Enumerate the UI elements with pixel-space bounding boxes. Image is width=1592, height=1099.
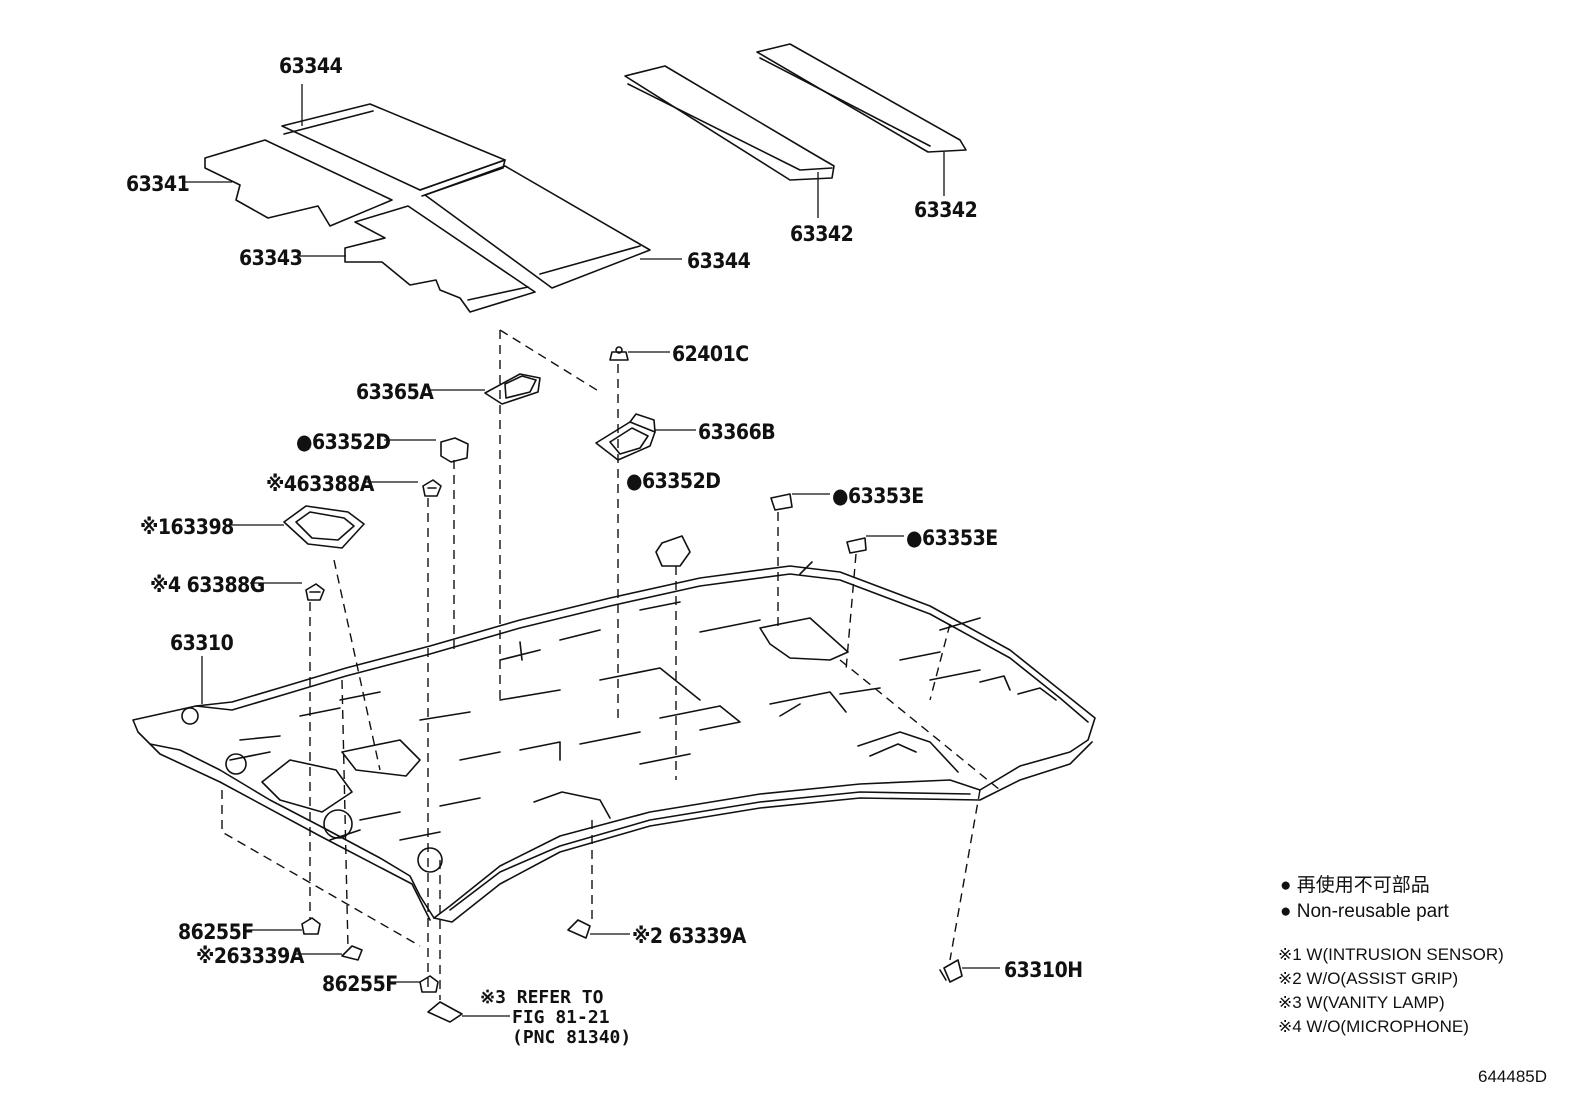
pad-63353e-a xyxy=(770,493,793,511)
label-63388g: ※4 63388G xyxy=(150,573,265,597)
label-63398: ※163398 xyxy=(140,515,234,539)
label-63344-top: 63344 xyxy=(279,54,343,78)
legend-non-reusable-en: ● Non-reusable part xyxy=(1280,901,1449,922)
label-63342-a: 63342 xyxy=(790,222,854,246)
label-63353e-b: ●63353E xyxy=(906,526,998,550)
label-63365a: 63365A xyxy=(356,380,434,404)
label-86255f-a: 86255F xyxy=(178,920,254,944)
grip-cover-63339a-left xyxy=(341,945,363,961)
figure-id: 644485D xyxy=(1478,1067,1548,1086)
label-63310h: 63310H xyxy=(1004,958,1083,982)
bracket-63366b xyxy=(595,413,656,461)
label-63339a-right: ※2 63339A xyxy=(632,924,746,948)
pad-63343 xyxy=(344,205,536,313)
legend-non-reusable-jp: ● 再使用不可部品 xyxy=(1280,875,1430,896)
holder-63310h xyxy=(939,959,963,983)
label-63366b: 63366B xyxy=(698,420,776,444)
label-63352d-left: ●63352D xyxy=(296,430,391,454)
pad-63344-top xyxy=(281,103,506,197)
clip-86255f-b xyxy=(419,975,439,993)
pad-63341 xyxy=(204,139,393,227)
note-2: ※2 W/O(ASSIST GRIP) xyxy=(1278,969,1459,988)
pad-63352d-mid xyxy=(655,535,691,567)
note-3: ※3 W(VANITY LAMP) xyxy=(1278,993,1445,1012)
pad-63344-right xyxy=(424,165,651,289)
sensor-cover-63398 xyxy=(283,505,365,549)
label-63353e-a: ●63353E xyxy=(832,484,924,508)
headliner-63310 xyxy=(132,561,1096,923)
label-62401c: 62401C xyxy=(672,342,749,366)
label-63343: 63343 xyxy=(239,246,303,270)
label-63344-right: 63344 xyxy=(687,249,751,273)
label-63342-b: 63342 xyxy=(914,198,978,222)
label-63310: 63310 xyxy=(170,631,234,655)
refer-line-2: FIG 81-21 xyxy=(512,1007,610,1028)
label-63352d-mid: ●63352D xyxy=(626,469,721,493)
strip-63342-a xyxy=(624,65,835,181)
clip-63388g xyxy=(305,583,325,601)
refer-line-3: (PNC 81340) xyxy=(512,1027,632,1048)
label-63388a: ※463388A xyxy=(266,472,374,496)
lamp-cover-ref xyxy=(427,1001,463,1023)
clip-62401c xyxy=(609,346,629,361)
bracket-63365a xyxy=(484,373,541,405)
pad-63353e-b xyxy=(846,537,867,554)
label-63341: 63341 xyxy=(126,172,190,196)
clip-63388a xyxy=(422,479,442,497)
clip-86255f-a xyxy=(301,917,321,935)
note-4: ※4 W/O(MICROPHONE) xyxy=(1278,1017,1469,1036)
refer-line-1: ※3 REFER TO xyxy=(480,987,604,1008)
note-1: ※1 W(INTRUSION SENSOR) xyxy=(1278,945,1504,964)
label-63339a-left: ※263339A xyxy=(196,944,304,968)
strip-63342-b xyxy=(756,43,967,153)
pad-63352d-left xyxy=(440,437,469,463)
label-86255f-b: 86255F xyxy=(322,972,398,996)
grip-cover-63339a-right xyxy=(567,919,591,939)
